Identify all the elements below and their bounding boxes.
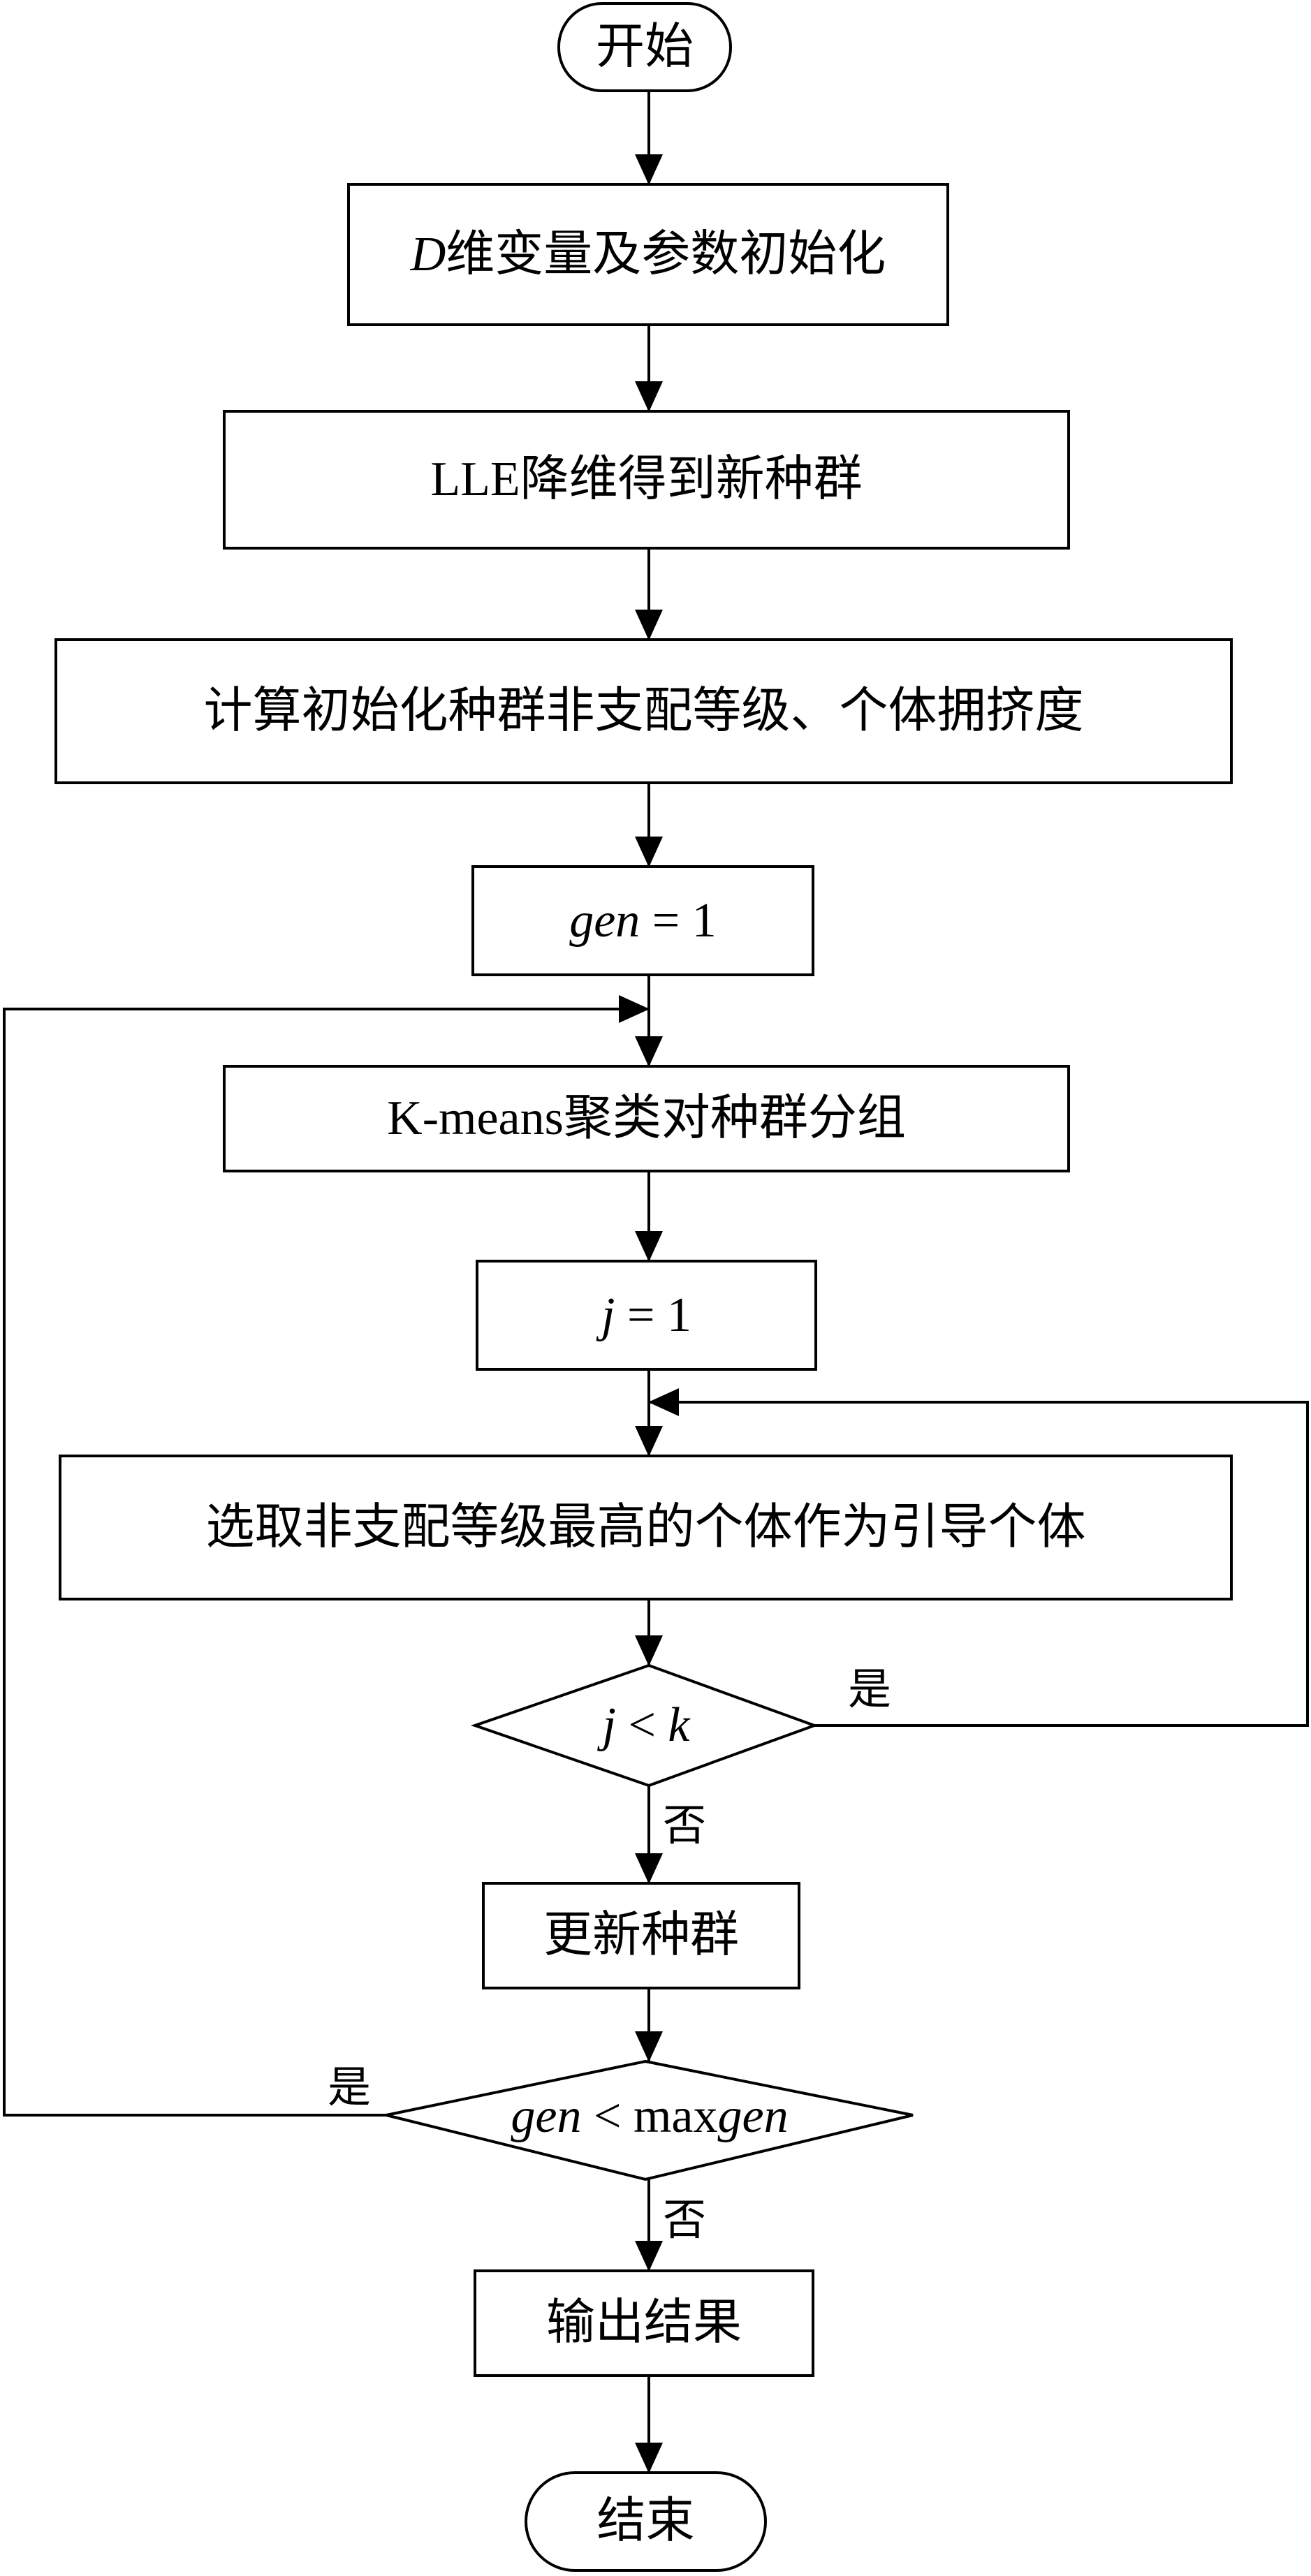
start-terminal xyxy=(557,2,732,92)
output-text: 输出结果 xyxy=(546,2296,742,2350)
cond-gen-no-label: 否 xyxy=(653,2193,716,2249)
cond-gen-left: gen xyxy=(511,2089,582,2143)
cond-j-label: j < k xyxy=(531,1691,761,1760)
init-var: D xyxy=(410,227,446,281)
select-text: 选取非支配等级最高的个体作为引导个体 xyxy=(205,1500,1086,1554)
gen-init-rest: = 1 xyxy=(640,893,717,948)
gen-init-label: gen = 1 xyxy=(473,867,813,975)
cond-j-left: j xyxy=(602,1698,616,1752)
cond-gen-yes-text: 是 xyxy=(327,2064,371,2112)
cond-j-right: k xyxy=(668,1698,690,1752)
kmeans-text: K-means聚类对种群分组 xyxy=(387,1091,906,1145)
update-label: 更新种群 xyxy=(483,1883,799,1988)
kmeans-label: K-means聚类对种群分组 xyxy=(224,1066,1069,1171)
cond-gen-yes-label: 是 xyxy=(318,2060,381,2116)
j-init-var: j xyxy=(601,1288,615,1342)
end-text: 结束 xyxy=(596,2494,695,2548)
output-label: 输出结果 xyxy=(475,2271,813,2376)
end-label: 结束 xyxy=(526,2473,766,2570)
j-init-rest: = 1 xyxy=(615,1288,691,1342)
edge-loop-j xyxy=(648,1388,1309,1727)
cond-gen-no-text: 否 xyxy=(662,2197,706,2244)
lle-label: LLE降维得到新种群 xyxy=(224,411,1069,548)
cond-j-op: < xyxy=(615,1698,668,1752)
start-text: 开始 xyxy=(596,20,694,74)
edge-loop-gen xyxy=(3,995,650,2117)
gen-init-var: gen xyxy=(569,893,640,948)
update-text: 更新种群 xyxy=(543,1908,739,1962)
cond-gen-right: gen xyxy=(717,2089,789,2143)
init-text: 维变量及参数初始化 xyxy=(446,227,886,281)
lle-text: LLE降维得到新种群 xyxy=(430,452,863,506)
j-init-label: j = 1 xyxy=(477,1261,816,1369)
cond-j-yes-text: 是 xyxy=(847,1666,891,1714)
cond-j-no-label: 否 xyxy=(653,1798,716,1854)
cond-j-yes-label: 是 xyxy=(838,1662,901,1718)
start-label: 开始 xyxy=(559,3,731,91)
cond-j-no-text: 否 xyxy=(662,1802,706,1850)
compute-label: 计算初始化种群非支配等级、个体拥挤度 xyxy=(56,640,1231,783)
cond-gen-diamond xyxy=(386,2059,914,2181)
compute-text: 计算初始化种群非支配等级、个体拥挤度 xyxy=(203,684,1084,738)
cond-gen-op: < max xyxy=(581,2089,718,2143)
select-label: 选取非支配等级最高的个体作为引导个体 xyxy=(60,1456,1231,1599)
